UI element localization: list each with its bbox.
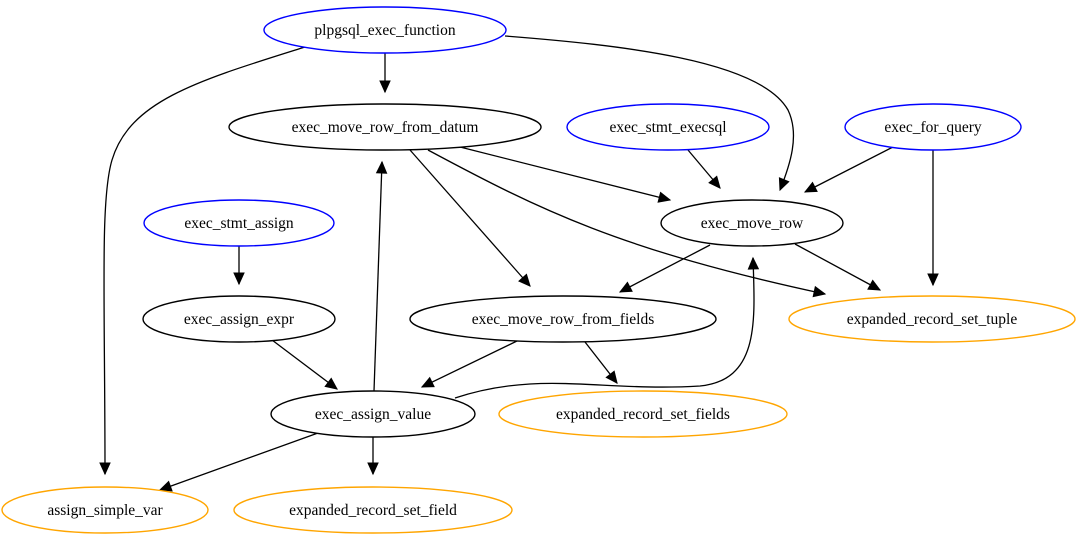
node-plpgsql_exec_function[interactable]: plpgsql_exec_function xyxy=(263,6,507,54)
node-label: exec_move_row xyxy=(701,215,804,232)
node-label: exec_move_row_from_datum xyxy=(292,119,479,136)
node-exec_stmt_assign[interactable]: exec_stmt_assign xyxy=(143,199,335,247)
nodes-layer: plpgsql_exec_function exec_move_row_from_… xyxy=(1,6,1076,534)
node-ellipse xyxy=(142,295,336,343)
edge-exec_move_row_from_datum-to-exec_move_row_from_fields xyxy=(409,149,531,287)
edge-exec_move_row_from_fields-to-expanded_record_set_fields xyxy=(584,341,618,384)
node-label: expanded_record_set_field xyxy=(289,502,457,519)
arrowhead-icon xyxy=(867,279,882,291)
edge-exec_stmt_execsql-to-exec_move_row xyxy=(687,149,721,189)
node-exec_assign_expr[interactable]: exec_assign_expr xyxy=(142,295,336,343)
edge-line xyxy=(159,432,319,491)
node-exec_move_row_from_fields[interactable]: exec_move_row_from_fields xyxy=(409,295,717,343)
node-label: exec_assign_expr xyxy=(184,311,295,328)
node-exec_stmt_execsql[interactable]: exec_stmt_execsql xyxy=(566,103,770,151)
edge-exec_move_row-to-exec_move_row_from_fields xyxy=(618,244,711,293)
node-ellipse xyxy=(228,103,542,151)
edge-exec_for_query-to-expanded_record_set_tuple xyxy=(927,150,939,287)
node-ellipse xyxy=(143,199,335,247)
node-ellipse xyxy=(788,295,1076,343)
arrowhead-icon xyxy=(747,256,760,270)
node-label: plpgsql_exec_function xyxy=(314,22,455,39)
arrowhead-icon xyxy=(375,160,388,174)
node-expanded_record_set_fields[interactable]: expanded_record_set_fields xyxy=(498,390,788,438)
edge-line xyxy=(459,146,671,201)
arrowhead-icon xyxy=(324,377,338,390)
node-label: exec_stmt_execsql xyxy=(609,119,726,136)
node-assign_simple_var[interactable]: assign_simple_var xyxy=(1,486,209,534)
edge-line xyxy=(373,161,383,392)
edge-line xyxy=(794,243,881,291)
edge-plpgsql_exec_function-to-exec_move_row_from_datum xyxy=(379,53,391,94)
edge-line xyxy=(409,149,531,287)
node-ellipse xyxy=(566,103,770,151)
edge-exec_assign_value-to-assign_simple_var xyxy=(158,432,319,492)
node-exec_assign_value[interactable]: exec_assign_value xyxy=(270,390,476,438)
edge-exec_move_row_from_fields-to-exec_assign_value xyxy=(420,340,518,388)
edges-layer xyxy=(99,35,939,492)
edge-exec_assign_value-to-expanded_record_set_field xyxy=(367,437,379,476)
edge-exec_move_row-to-expanded_record_set_tuple xyxy=(794,243,882,291)
node-label: exec_for_query xyxy=(884,119,982,136)
node-expanded_record_set_tuple[interactable]: expanded_record_set_tuple xyxy=(788,295,1076,343)
edge-exec_for_query-to-exec_move_row xyxy=(803,146,894,193)
node-ellipse xyxy=(498,390,788,438)
node-label: exec_stmt_assign xyxy=(184,215,294,232)
node-exec_move_row_from_datum[interactable]: exec_move_row_from_datum xyxy=(228,103,542,151)
edge-line xyxy=(103,46,306,475)
arrowhead-icon xyxy=(657,191,672,203)
edge-line xyxy=(619,244,711,293)
arrowhead-icon xyxy=(518,273,531,287)
node-ellipse xyxy=(1,486,209,534)
arrowhead-icon xyxy=(233,272,245,286)
edge-exec_stmt_assign-to-exec_assign_expr xyxy=(233,246,245,286)
edge-line xyxy=(454,257,755,399)
edge-exec_assign_expr-to-exec_assign_value xyxy=(271,339,338,390)
edge-line xyxy=(804,146,894,193)
edge-exec_assign_value-to-exec_move_row xyxy=(454,256,760,399)
arrowhead-icon xyxy=(158,480,173,492)
node-label: expanded_record_set_fields xyxy=(556,406,730,423)
node-label: exec_assign_value xyxy=(315,406,431,423)
arrowhead-icon xyxy=(605,370,618,384)
node-expanded_record_set_field[interactable]: expanded_record_set_field xyxy=(233,486,513,534)
edge-line xyxy=(421,340,518,388)
node-ellipse xyxy=(270,390,476,438)
arrowhead-icon xyxy=(927,273,939,287)
edge-line xyxy=(427,149,826,295)
node-ellipse xyxy=(844,103,1022,151)
node-label: exec_move_row_from_fields xyxy=(472,311,655,328)
edge-line xyxy=(271,339,338,390)
arrowhead-icon xyxy=(367,462,379,476)
arrowhead-icon xyxy=(99,462,111,476)
arrowhead-icon xyxy=(778,177,790,192)
node-label: assign_simple_var xyxy=(47,502,163,519)
edge-plpgsql_exec_function-to-exec_move_row xyxy=(504,35,795,192)
node-label: expanded_record_set_tuple xyxy=(847,311,1018,328)
node-exec_move_row[interactable]: exec_move_row xyxy=(660,199,844,247)
node-ellipse xyxy=(263,6,507,54)
arrowhead-icon xyxy=(803,181,818,193)
edge-plpgsql_exec_function-to-assign_simple_var xyxy=(99,46,306,476)
arrowhead-icon xyxy=(379,80,391,94)
node-ellipse xyxy=(660,199,844,247)
arrowhead-icon xyxy=(708,175,721,189)
edge-exec_assign_value-to-exec_move_row_from_datum xyxy=(373,160,388,392)
node-ellipse xyxy=(409,295,717,343)
node-ellipse xyxy=(233,486,513,534)
arrowhead-icon xyxy=(618,281,633,293)
edge-exec_move_row_from_datum-to-expanded_record_set_tuple xyxy=(427,149,827,298)
arrowhead-icon xyxy=(812,285,827,298)
arrowhead-icon xyxy=(420,376,435,388)
edge-line xyxy=(504,35,795,191)
node-exec_for_query[interactable]: exec_for_query xyxy=(844,103,1022,151)
edge-exec_move_row_from_datum-to-exec_move_row xyxy=(459,146,672,203)
